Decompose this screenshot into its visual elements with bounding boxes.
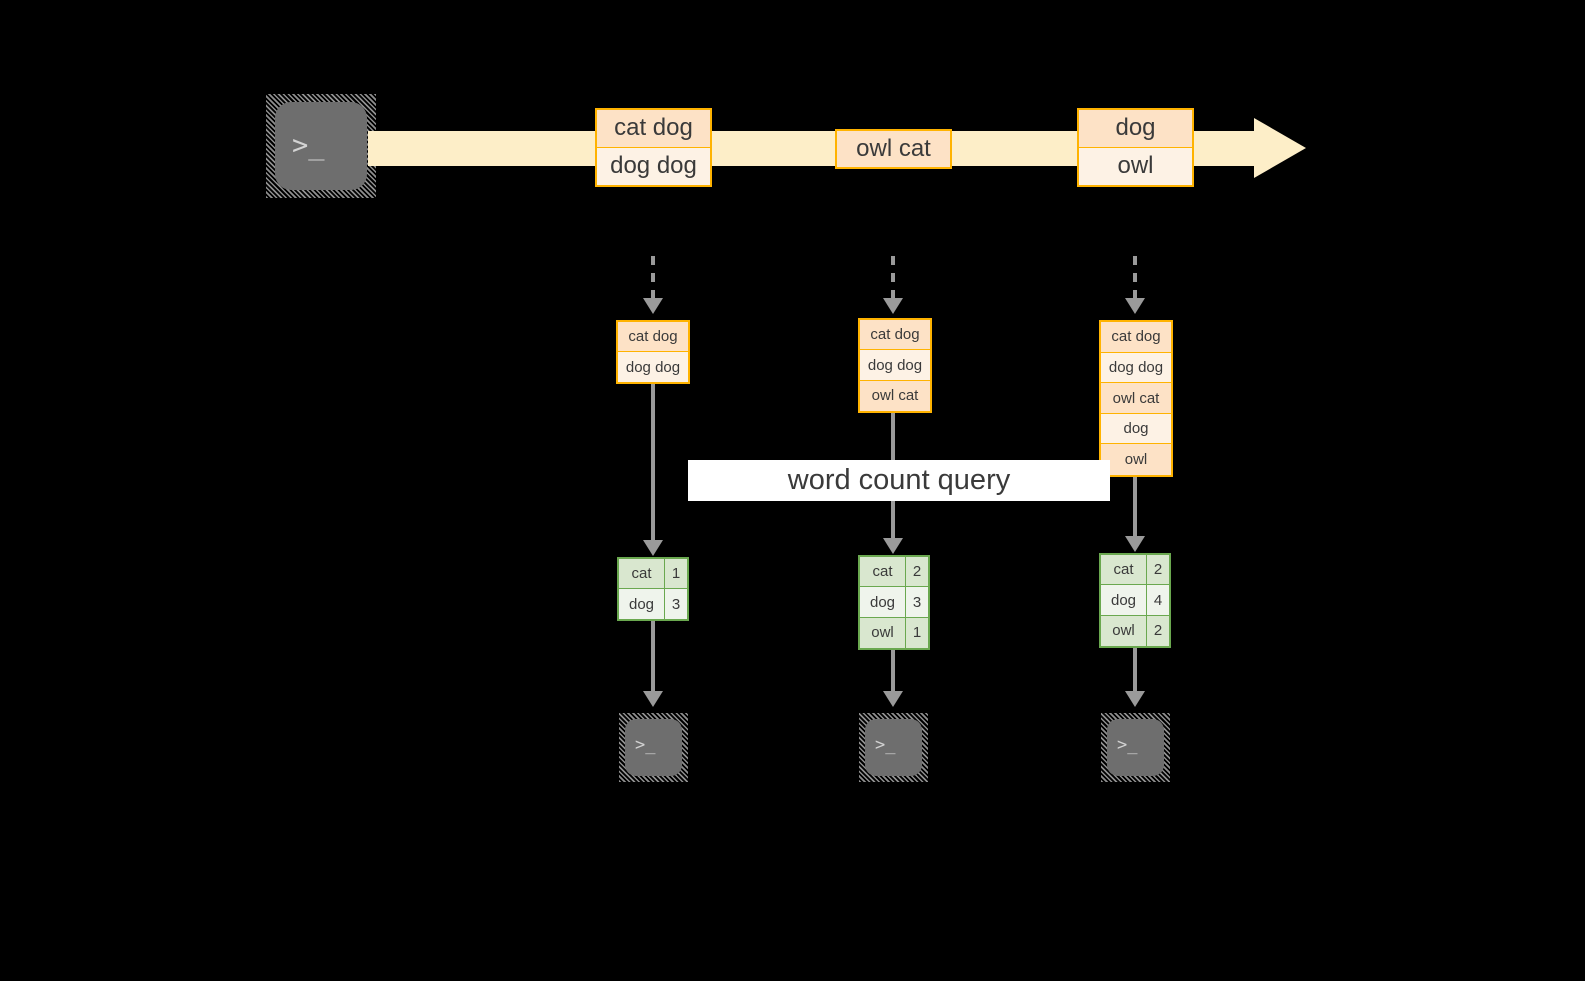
source-terminal-icon: >_ (266, 94, 376, 198)
col-2-feed-arrow-head (883, 298, 903, 314)
stream-batch-2-line-1: owl cat (837, 131, 950, 167)
col-2-result-count-3: 1 (906, 617, 928, 648)
stream-batch-2: owl cat (835, 129, 952, 169)
col-2-result-count-1: 2 (906, 557, 928, 587)
stream-batch-1-line-1: cat dog (597, 110, 710, 148)
col-3-input-line-3: owl cat (1101, 383, 1171, 414)
col-1-input-line-2: dog dog (618, 352, 688, 382)
col-3-result-word-3: owl (1101, 615, 1147, 646)
table-row: owl 2 (1101, 615, 1169, 646)
col-1-feed-line (651, 256, 655, 300)
col-3-input-line-1: cat dog (1101, 322, 1171, 353)
stream-batch-3-line-2: owl (1079, 147, 1192, 185)
col-3-input-line-4: dog (1101, 413, 1171, 445)
col-2-result-word-1: cat (860, 557, 906, 587)
col-2-input-records: cat dog dog dog owl cat (858, 318, 932, 413)
col-1-sink-terminal-icon: >_ (619, 713, 688, 782)
stream-batch-1-line-2: dog dog (597, 147, 710, 185)
col-1-input-line-1: cat dog (618, 322, 688, 353)
table-row: dog 3 (860, 587, 928, 618)
col-3-query-line (1133, 477, 1137, 538)
col-1-query-arrow-head (643, 540, 663, 556)
col-2-input-line-3: owl cat (860, 380, 930, 411)
col-2-result-table: cat 2 dog 3 owl 1 (858, 555, 930, 650)
stream-batch-3: dog owl (1077, 108, 1194, 187)
col-2-input-line-1: cat dog (860, 320, 930, 351)
col-1-result-word-1: cat (619, 559, 665, 589)
col-3-result-count-2: 4 (1147, 585, 1169, 615)
terminal-prompt-text: >_ (635, 735, 656, 755)
col-1-sink-line (651, 621, 655, 693)
col-3-input-records: cat dog dog dog owl cat dog owl (1099, 320, 1173, 477)
table-row: cat 1 (619, 559, 687, 590)
col-3-sink-line (1133, 648, 1137, 693)
col-3-result-count-1: 2 (1147, 555, 1169, 585)
terminal-body (625, 719, 682, 776)
col-3-input-line-2: dog dog (1101, 352, 1171, 384)
terminal-body (275, 102, 367, 190)
col-3-result-word-2: dog (1101, 585, 1147, 615)
terminal-body (1107, 719, 1164, 776)
col-2-input-line-2: dog dog (860, 350, 930, 381)
table-row: cat 2 (1101, 555, 1169, 586)
col-1-result-count-1: 1 (665, 559, 687, 589)
col-1-feed-arrow-head (643, 298, 663, 314)
col-2-feed-line (891, 256, 895, 300)
col-3-result-count-3: 2 (1147, 615, 1169, 646)
col-2-sink-terminal-icon: >_ (859, 713, 928, 782)
terminal-prompt-text: >_ (292, 130, 325, 161)
terminal-body (865, 719, 922, 776)
stream-arrow-head (1254, 118, 1309, 178)
col-1-sink-arrow-head (643, 691, 663, 707)
table-row: owl 1 (860, 617, 928, 648)
col-2-result-count-2: 3 (906, 587, 928, 617)
terminal-prompt-text: >_ (875, 735, 896, 755)
col-1-query-line (651, 384, 655, 542)
col-3-feed-line (1133, 256, 1137, 300)
col-2-query-arrow-head (883, 538, 903, 554)
col-2-sink-arrow-head (883, 691, 903, 707)
col-3-feed-arrow-head (1125, 298, 1145, 314)
col-1-input-records: cat dog dog dog (616, 320, 690, 384)
table-row: dog 3 (619, 589, 687, 619)
col-1-result-table: cat 1 dog 3 (617, 557, 689, 621)
col-3-sink-terminal-icon: >_ (1101, 713, 1170, 782)
col-2-result-word-2: dog (860, 587, 906, 617)
col-3-result-word-1: cat (1101, 555, 1147, 585)
col-1-result-count-2: 3 (665, 589, 687, 619)
table-row: cat 2 (860, 557, 928, 588)
table-row: dog 4 (1101, 585, 1169, 616)
col-2-sink-line (891, 650, 895, 693)
col-1-result-word-2: dog (619, 589, 665, 619)
col-3-query-arrow-head (1125, 536, 1145, 552)
col-3-sink-arrow-head (1125, 691, 1145, 707)
col-3-input-line-5: owl (1101, 444, 1171, 476)
stream-batch-3-line-1: dog (1079, 110, 1192, 148)
terminal-prompt-text: >_ (1117, 735, 1138, 755)
stream-batch-1: cat dog dog dog (595, 108, 712, 187)
col-3-result-table: cat 2 dog 4 owl 2 (1099, 553, 1171, 648)
col-2-result-word-3: owl (860, 617, 906, 648)
query-label: word count query (688, 460, 1110, 501)
